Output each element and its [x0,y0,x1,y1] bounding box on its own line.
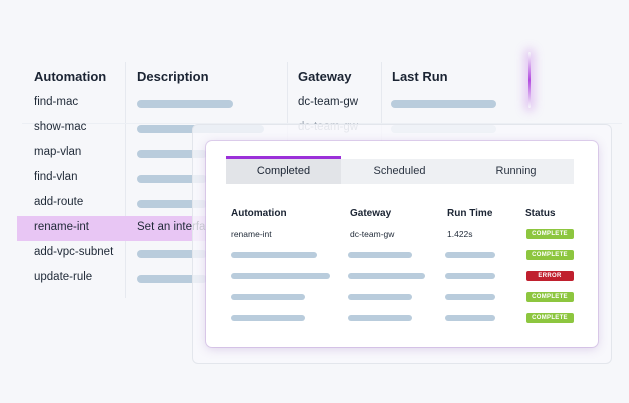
placeholder-bar [231,315,305,321]
header-run-time[interactable]: Run Time [447,208,493,219]
runs-tab-bar: Completed Scheduled Running [226,156,574,184]
column-header-automation[interactable]: Automation [34,69,107,84]
status-badge: COMPLETE [526,229,574,239]
placeholder-bar [348,252,412,258]
placeholder-bar [137,250,207,258]
row-divider [22,123,622,124]
placeholder-bar [445,315,495,321]
placeholder-bar [445,252,495,258]
automation-name: map-vlan [34,146,82,158]
placeholder-bar [137,275,207,283]
automation-name: find-vlan [34,171,78,183]
accent-glow [528,52,531,108]
run-gateway: dc-team-gw [350,229,395,239]
tab-scheduled[interactable]: Scheduled [373,165,426,177]
list-row[interactable]: find-mac dc-team-gw [0,91,629,116]
placeholder-bar [348,294,412,300]
header-automation[interactable]: Automation [231,208,287,219]
column-header-last-run[interactable]: Last Run [392,69,448,84]
automation-name: add-vpc-subnet [34,246,114,258]
automation-name: rename-int [34,221,89,233]
automation-name: show-mac [34,121,87,133]
gateway-name: dc-team-gw [298,96,359,108]
status-badge: COMPLETE [526,292,574,302]
placeholder-bar [137,200,207,208]
placeholder-bar [348,315,412,321]
run-time: 1.422s [447,229,473,239]
list-row[interactable]: add-route [0,191,629,216]
tab-completed[interactable]: Completed [226,156,341,184]
status-badge: COMPLETE [526,250,574,260]
placeholder-bar [137,100,233,108]
automation-name: add-route [34,196,84,208]
automation-description: Set an interface [137,221,207,233]
header-gateway[interactable]: Gateway [350,208,392,219]
header-status[interactable]: Status [525,208,556,219]
column-header-gateway[interactable]: Gateway [298,69,352,84]
placeholder-bar [231,273,330,279]
tab-running[interactable]: Running [495,165,537,177]
placeholder-bar [348,273,425,279]
placeholder-bar [137,150,207,158]
list-row[interactable]: map-vlan [0,141,629,166]
list-row[interactable]: add-vpc-subnet [0,241,629,266]
list-row-selected[interactable]: rename-int Set an interface [17,216,207,241]
run-automation: rename-int [231,229,272,239]
placeholder-bar [231,252,317,258]
placeholder-bar [445,273,495,279]
column-header-description[interactable]: Description [137,69,209,84]
status-badge: COMPLETE [526,313,574,323]
automation-name: update-rule [34,271,93,283]
status-badge: ERROR [526,271,574,281]
placeholder-bar [391,100,496,108]
list-row[interactable]: update-rule [0,266,629,291]
automation-name: find-mac [34,96,79,108]
column-divider [125,62,126,298]
placeholder-bar [445,294,495,300]
placeholder-bar [231,294,305,300]
placeholder-bar [137,175,207,183]
runs-card: Completed Scheduled Running Automation G… [206,141,598,347]
list-row[interactable]: find-vlan [0,166,629,191]
